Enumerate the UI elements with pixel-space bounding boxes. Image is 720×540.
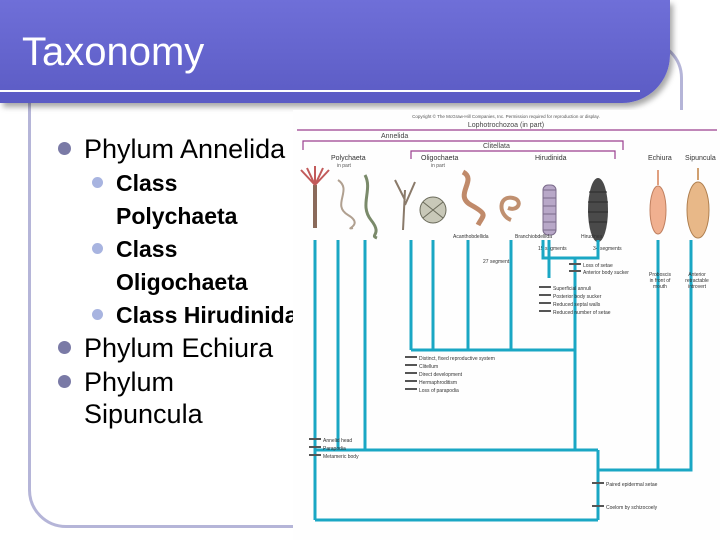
hirudinida-label: Hirudinida bbox=[535, 155, 567, 162]
red-worm-illustration bbox=[461, 169, 486, 227]
title-bar: Taxonomy bbox=[0, 0, 670, 103]
coiled-worm-illustration bbox=[499, 195, 521, 222]
title-underline bbox=[0, 90, 640, 92]
lophotrochozoa-label: Lophotrochozoa (in part) bbox=[468, 122, 544, 129]
sub-bullet-dot bbox=[92, 177, 103, 188]
echiura-note: Proboscis bbox=[649, 272, 671, 278]
clitellata-label: Clitellata bbox=[483, 143, 510, 150]
clitellata-trait-label: Direct development bbox=[419, 372, 463, 378]
earthworm-illustration bbox=[363, 174, 378, 240]
cladogram-image: Copyright © The McGraw-Hill Companies, I… bbox=[293, 110, 720, 540]
hirudinida-trait-label: Posterior body sucker bbox=[553, 294, 602, 300]
sub-bullet-text: Class Polychaeta bbox=[116, 170, 238, 229]
polychaete-worm-illustration bbox=[337, 179, 356, 230]
branchiobdellid-illustration bbox=[542, 184, 557, 236]
leech-illustration bbox=[588, 178, 608, 242]
paired-setae-label: Paired epidermal setae bbox=[606, 482, 658, 488]
hirudinida-trait-label: Reduced septal walls bbox=[553, 302, 601, 308]
acanthobdellida-label: Acanthobdellida bbox=[453, 234, 489, 240]
sub-bullet-text: Class Oligochaeta bbox=[116, 236, 248, 295]
polychaete-fanworm-illustration bbox=[300, 166, 330, 228]
sub-bullet-item: Class Polychaeta bbox=[58, 167, 298, 233]
bullet-dot bbox=[58, 341, 71, 354]
sub-bullet-item: Class Oligochaeta bbox=[58, 233, 298, 299]
oligochaeta-sub-label: in part bbox=[431, 163, 446, 169]
branchiobdellida-label: Branchiobdellida bbox=[515, 234, 552, 240]
oligochaete-colony-illustration bbox=[394, 179, 447, 231]
annelida-label: Annelida bbox=[381, 133, 408, 140]
sub-bullet-dot bbox=[92, 243, 103, 254]
segments-27-label: 27 segments bbox=[483, 259, 512, 265]
leech-trait-label: Loss of setae bbox=[583, 263, 613, 269]
cladogram-branches bbox=[313, 240, 693, 522]
annelida-bracket bbox=[302, 140, 624, 150]
hirudinida-trait-label: Superficial annuli bbox=[553, 286, 591, 292]
bullet-item: Phylum Sipuncula bbox=[58, 366, 298, 430]
sipuncula-note: retractable bbox=[685, 278, 709, 284]
segments-15-label: 15 segments bbox=[538, 246, 567, 252]
clitellata-trait-label: Loss of parapodia bbox=[419, 388, 459, 394]
clitellata-trait-label: Distinct, fixed reproductive system bbox=[419, 356, 495, 362]
echiura-label: Echiura bbox=[648, 155, 672, 162]
trait-bars bbox=[309, 263, 604, 507]
hirudinea-label: Hirudinea bbox=[581, 234, 603, 240]
hirudinida-trait-label: Reduced number of setae bbox=[553, 310, 611, 316]
bullet-item: Phylum Annelida bbox=[58, 133, 298, 165]
bullet-text: Phylum Echiura bbox=[84, 333, 274, 363]
sipuncula-note: Anterior bbox=[688, 272, 706, 278]
leech-trait-label: Anterior body sucker bbox=[583, 270, 629, 276]
segments-34-label: 34 segments bbox=[593, 246, 622, 252]
annelida-trait-label: Parapodia bbox=[323, 446, 346, 452]
bullet-text: Phylum Annelida bbox=[84, 134, 286, 164]
copyright-notice: Copyright © The McGraw-Hill Companies, I… bbox=[412, 113, 600, 119]
echiura-note: in front of bbox=[650, 278, 671, 284]
sub-bullet-dot bbox=[92, 309, 103, 320]
coelom-label: Coelom by schizocoely bbox=[606, 505, 658, 511]
sub-bullet-text: Class Hirudinida bbox=[116, 302, 298, 328]
echiura-note: mouth bbox=[653, 284, 667, 290]
sipuncula-note: introvert bbox=[688, 284, 707, 290]
sub-bullet-item: Class Hirudinida bbox=[58, 299, 298, 332]
polychaeta-label: Polychaeta bbox=[331, 155, 366, 162]
oligochaeta-label: Oligochaeta bbox=[421, 155, 458, 162]
clitellata-trait-label: Hermaphroditism bbox=[419, 380, 457, 386]
clitellata-trait-label: Clitellum bbox=[419, 364, 438, 370]
bullet-list: Phylum Annelida Class Polychaeta Class O… bbox=[58, 133, 298, 432]
clitellata-bracket bbox=[410, 150, 616, 159]
bullet-item: Phylum Echiura bbox=[58, 332, 298, 364]
sipuncula-label: Sipuncula bbox=[685, 155, 716, 162]
polychaeta-sub-label: in part bbox=[337, 163, 352, 169]
slide-title: Taxonomy bbox=[22, 30, 205, 74]
bullet-dot bbox=[58, 375, 71, 388]
echiuran-illustration bbox=[649, 170, 667, 235]
sipunculan-illustration bbox=[686, 168, 710, 239]
bullet-dot bbox=[58, 142, 71, 155]
annelida-trait-label: Metameric body bbox=[323, 454, 359, 460]
annelida-trait-label: Annelid head bbox=[323, 438, 352, 444]
bullet-text: Phylum Sipuncula bbox=[84, 367, 203, 429]
